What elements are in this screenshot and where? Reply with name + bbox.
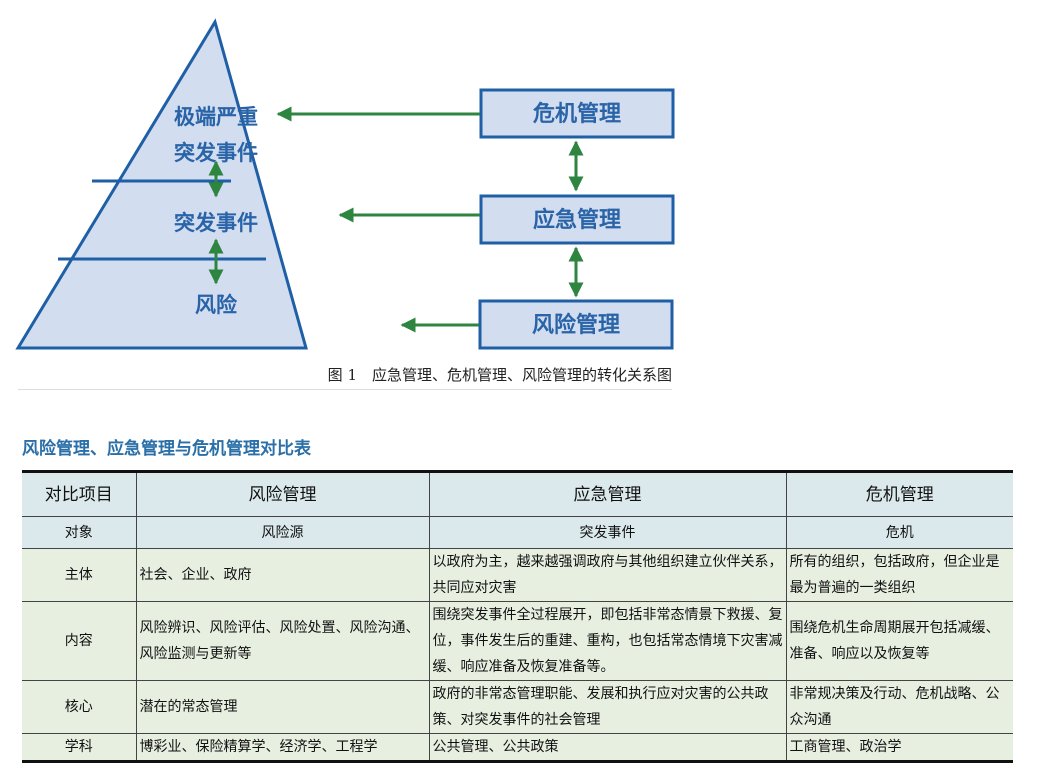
table-title: 风险管理、应急管理与危机管理对比表: [22, 439, 311, 459]
comparison-table: 对比项目 风险管理 应急管理 危机管理 对象 风险源 突发事件 危机 主体 社会…: [22, 470, 1013, 763]
table-cell: 博彩业、保险精算学、经济学、工程学: [135, 733, 430, 762]
pyramid-level-extreme-line2: 突发事件: [174, 141, 258, 165]
table-cell: 所有的组织，包括政府，但企业是最为普遍的一类组织: [785, 548, 1013, 602]
row-label: 学科: [22, 733, 137, 762]
box-risk-management: [478, 299, 674, 350]
header-cell: 风险管理: [135, 471, 430, 517]
box-emergency-label: 应急管理: [533, 207, 621, 233]
row-label: 内容: [22, 601, 137, 681]
table-cell: 围绕突发事件全过程展开，即包括非常态情景下救援、复位，事件发生后的重建、重构，也…: [428, 601, 787, 681]
table-row: 主体 社会、企业、政府 以政府为主，越来越强调政府与其他组织建立伙伴关系，共同应…: [22, 548, 1013, 602]
caption-divider: [18, 389, 672, 390]
table-cell: 危机: [785, 516, 1013, 549]
box-crisis-management: [479, 88, 675, 139]
figure-caption: 图 1 应急管理、危机管理、风险管理的转化关系图: [327, 366, 672, 384]
pyramid-level-risk: 风险: [195, 293, 238, 317]
table-row: 内容 风险辨识、风险评估、风险处置、风险沟通、风险监测与更新等 围绕突发事件全过…: [22, 601, 1013, 681]
header-cell: 危机管理: [785, 471, 1013, 517]
table-row: 对象 风险源 突发事件 危机: [22, 516, 1013, 549]
box-risk-label: 风险管理: [532, 312, 620, 338]
box-emergency-management: [479, 194, 675, 245]
pyramid-level-extreme-line1: 极端严重: [174, 105, 258, 129]
table-cell: 政府的非常态管理职能、发展和执行应对灾害的公共政策、对突发事件的社会管理: [428, 680, 787, 734]
table-cell: 潜在的常态管理: [135, 680, 430, 734]
table-row: 核心 潜在的常态管理 政府的非常态管理职能、发展和执行应对灾害的公共政策、对突发…: [22, 680, 1013, 734]
transformation-diagram: 极端严重 突发事件 突发事件 风险 危机管理 应急管理 风险管理: [15, 18, 675, 350]
pyramid: [15, 18, 308, 350]
box-crisis-label: 危机管理: [533, 101, 621, 127]
table-cell: 风险源: [135, 516, 430, 549]
table-header-row: 对比项目 风险管理 应急管理 危机管理: [22, 471, 1013, 517]
header-cell: 应急管理: [428, 471, 787, 517]
row-label: 对象: [22, 516, 137, 549]
table-cell: 突发事件: [428, 516, 787, 549]
table-cell: 以政府为主，越来越强调政府与其他组织建立伙伴关系，共同应对灾害: [428, 548, 787, 602]
row-label: 核心: [22, 680, 137, 734]
table-cell: 公共管理、公共政策: [428, 733, 787, 762]
row-label: 主体: [22, 548, 137, 602]
pyramid-level-emergency: 突发事件: [174, 211, 258, 235]
table-row: 学科 博彩业、保险精算学、经济学、工程学 公共管理、公共政策 工商管理、政治学: [22, 733, 1013, 762]
header-cell: 对比项目: [22, 471, 137, 517]
table-cell: 围绕危机生命周期展开包括减缓、准备、响应以及恢复等: [785, 601, 1013, 681]
table-cell: 风险辨识、风险评估、风险处置、风险沟通、风险监测与更新等: [135, 601, 430, 681]
table-cell: 社会、企业、政府: [135, 548, 430, 602]
table-cell: 工商管理、政治学: [785, 733, 1013, 762]
table-cell: 非常规决策及行动、危机战略、公众沟通: [785, 680, 1013, 734]
